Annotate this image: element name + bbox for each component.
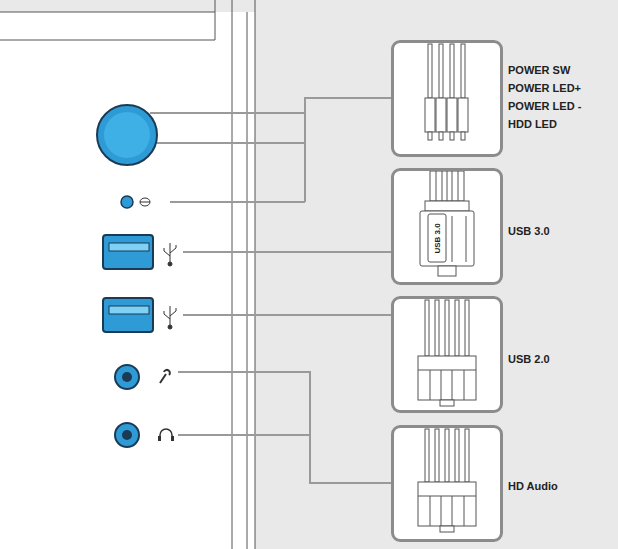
connector-label: POWER SW xyxy=(508,61,570,79)
usb-symbol xyxy=(164,243,176,329)
leader-lines xyxy=(150,98,391,483)
hd-audio-connector xyxy=(418,429,476,532)
connector-box: USB 3.0 xyxy=(391,168,503,285)
usb3-port xyxy=(103,235,153,269)
connector-label: HDD LED xyxy=(508,115,557,133)
front-panel-connector xyxy=(425,44,468,140)
connector-label: USB 2.0 xyxy=(508,350,550,368)
usb2-connector xyxy=(418,300,476,406)
led xyxy=(121,196,133,208)
connector-label: HD Audio xyxy=(508,477,558,495)
connector-box: HD Audio xyxy=(391,425,503,542)
power-button xyxy=(97,105,157,165)
led-symbol xyxy=(140,198,150,206)
connector-box: POWER SWPOWER LED+POWER LED -HDD LED xyxy=(391,40,503,157)
case-panel xyxy=(0,12,255,549)
usb3-connector xyxy=(420,171,474,276)
connector-label: POWER LED+ xyxy=(508,79,581,97)
connector-box: USB 2.0 xyxy=(391,296,503,413)
connector-print: USB 3.0 xyxy=(433,223,442,253)
case-edges xyxy=(0,0,255,549)
box-fills xyxy=(391,40,503,542)
connector-label: POWER LED - xyxy=(508,97,581,115)
power-button-face xyxy=(104,112,150,158)
usb2-port xyxy=(103,298,153,332)
headphone-jack xyxy=(115,423,174,447)
mic-jack xyxy=(115,365,170,389)
connector-label: USB 3.0 xyxy=(508,222,550,240)
